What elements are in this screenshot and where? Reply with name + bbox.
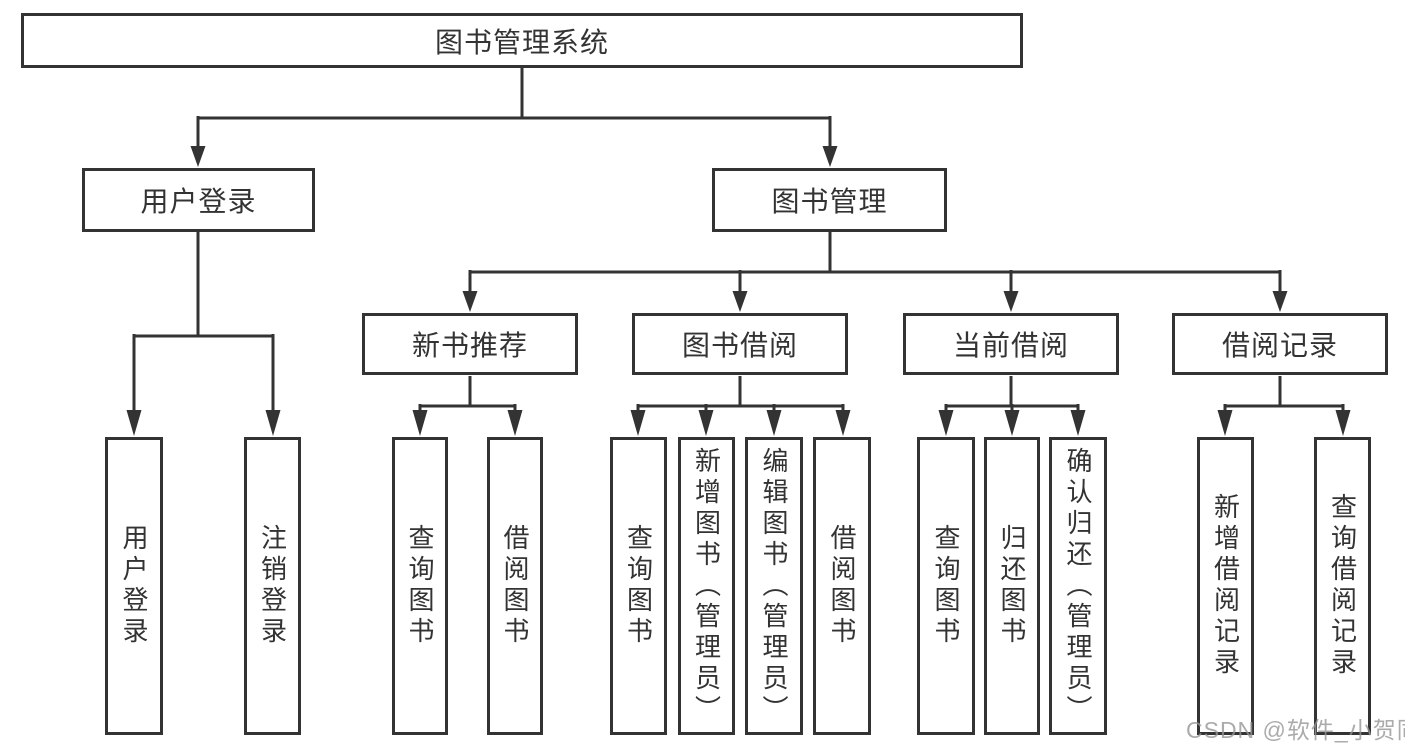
node-label: 新书推荐 <box>411 330 528 361</box>
node-return-books-leaf: 归还图书 <box>984 437 1040 735</box>
node-user-login: 用户登录 <box>82 168 315 232</box>
tree-edges <box>132 68 1345 416</box>
node-label: 借阅记录 <box>1221 330 1338 361</box>
node-label: 新增借阅记录 <box>1210 493 1241 679</box>
node-label: 图书借阅 <box>681 330 798 361</box>
node-label: 查询图书 <box>931 524 961 648</box>
node-label: 归还图书 <box>997 524 1027 648</box>
node-label: 用户登录 <box>119 524 149 648</box>
node-label: 图书管理 <box>771 186 888 217</box>
node-borrowing-records: 借阅记录 <box>1172 313 1388 375</box>
node-current-borrowing: 当前借阅 <box>903 313 1119 375</box>
node-user-login-leaf: 用户登录 <box>105 437 163 735</box>
node-label: 借阅图书 <box>827 524 857 648</box>
node-borrow-books-leaf-1: 借阅图书 <box>487 437 543 735</box>
node-book-borrowing: 图书借阅 <box>632 313 848 375</box>
node-label: 查询图书 <box>405 524 435 648</box>
node-add-books-admin-leaf: 新增图书（管理员） <box>678 437 735 735</box>
node-label: 借阅图书 <box>500 524 530 648</box>
node-label: 编辑图书（管理员） <box>759 446 789 726</box>
node-book-management: 图书管理 <box>712 168 947 232</box>
node-label: 注销登录 <box>257 524 288 648</box>
node-label: 当前借阅 <box>952 330 1069 361</box>
node-label: 确认归还（管理员） <box>1063 446 1093 726</box>
node-edit-books-admin-leaf: 编辑图书（管理员） <box>745 437 803 735</box>
node-query-borrow-record-leaf: 查询借阅记录 <box>1314 437 1371 735</box>
node-borrow-books-leaf-2: 借阅图书 <box>813 437 871 735</box>
node-label: 新增图书（管理员） <box>691 446 722 726</box>
node-query-books-leaf-1: 查询图书 <box>392 437 448 735</box>
node-label: 图书管理系统 <box>434 26 609 58</box>
node-add-borrow-record-leaf: 新增借阅记录 <box>1197 437 1254 735</box>
node-query-books-leaf-3: 查询图书 <box>917 437 975 735</box>
node-query-books-leaf-2: 查询图书 <box>610 437 667 735</box>
node-confirm-return-admin-leaf: 确认归还（管理员） <box>1049 437 1107 735</box>
arrow-down-icons <box>126 146 1351 436</box>
node-logout-leaf: 注销登录 <box>244 437 301 735</box>
node-label: 查询借阅记录 <box>1327 493 1358 679</box>
node-label: 查询图书 <box>623 524 654 648</box>
node-new-book-recommendation: 新书推荐 <box>362 313 578 375</box>
node-library-management-system: 图书管理系统 <box>21 13 1023 68</box>
node-label: 用户登录 <box>140 186 257 217</box>
